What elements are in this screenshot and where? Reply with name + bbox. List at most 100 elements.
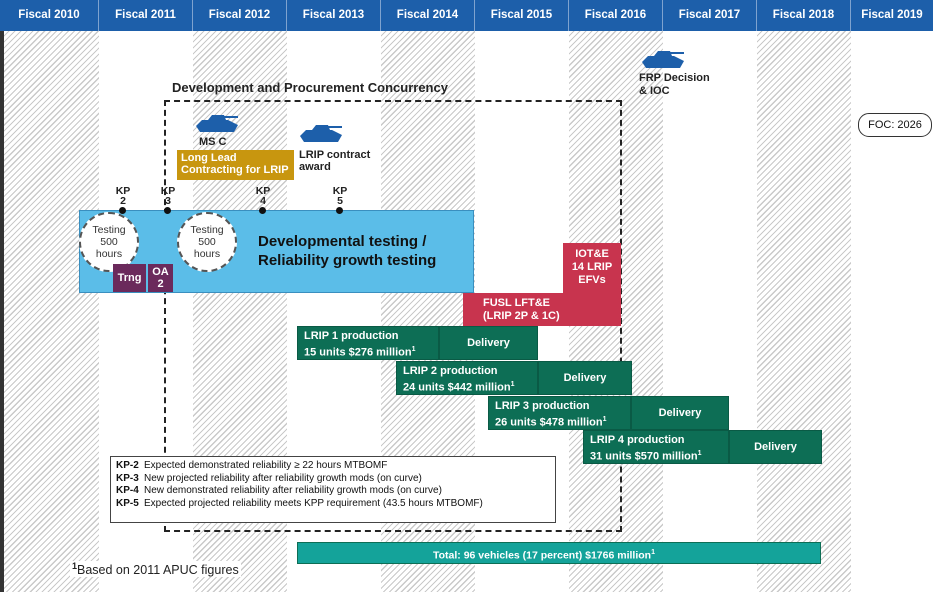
footnote: 1Based on 2011 APUC figures <box>70 561 241 578</box>
fy-2015: Fiscal 2015 <box>475 0 569 31</box>
lrip-award-line1: LRIP contract <box>299 149 371 161</box>
legend-row: KP-5 Expected projected reliability meets… <box>116 498 550 511</box>
fy-2016: Fiscal 2016 <box>569 0 663 31</box>
lrip-1-detail: 15 units $276 million1 <box>304 343 432 360</box>
fy-2018: Fiscal 2018 <box>757 0 851 31</box>
oa-line2: 2 <box>157 278 164 290</box>
legend-row: KP-3 New projected reliability after reli… <box>116 473 550 486</box>
lrip-1-title: LRIP 1 production <box>304 330 399 342</box>
lrip-2-detail: 24 units $442 million1 <box>403 378 531 395</box>
hatch-fy2018 <box>757 31 851 592</box>
total-footnote-mark: 1 <box>651 549 655 556</box>
testing-circle-2-l3: hours <box>193 248 221 260</box>
kp-3-text: KP <box>160 185 176 197</box>
concurrency-title: Development and Procurement Concurrency <box>172 80 448 95</box>
kp-3-num: 3 <box>165 195 171 207</box>
fy-2019: Fiscal 2019 <box>861 9 923 21</box>
concurrency-box <box>164 100 622 532</box>
testing-circle-2: Testing 500 hours <box>177 212 237 272</box>
lrip-3-footnote-mark: 1 <box>602 416 607 423</box>
lrip-2-delivery: Delivery <box>538 361 632 395</box>
testing-circle-1-l1: Testing <box>92 224 126 236</box>
legend-key: KP-4 <box>116 485 139 496</box>
ms-c-label: MS C <box>199 136 227 148</box>
kp-5-marker <box>336 207 343 214</box>
iote-line3: EFVs <box>578 274 606 286</box>
fy-2011: Fiscal 2011 <box>99 0 193 31</box>
legend-key: KP-2 <box>116 460 139 471</box>
lrip-4-detail: 31 units $570 million1 <box>590 447 722 464</box>
oa-box: OA 2 <box>148 264 173 292</box>
lrip-3-detail: 26 units $478 million1 <box>495 413 624 430</box>
hatch-fy2010 <box>4 31 99 592</box>
fy-2014: Fiscal 2014 <box>381 0 475 31</box>
frp-label: FRP Decision & IOC <box>639 72 710 98</box>
frp-line1: FRP Decision <box>639 72 710 84</box>
dev-testing-label: Developmental testing / Reliability grow… <box>258 232 436 270</box>
lrip-1-production: LRIP 1 production 15 units $276 million1 <box>297 326 439 360</box>
lrip-3-title: LRIP 3 production <box>495 400 590 412</box>
lrip-1-footnote-mark: 1 <box>411 346 416 353</box>
testing-circle-2-l1: Testing <box>190 224 224 236</box>
kp-4-marker <box>259 207 266 214</box>
kp-2-marker <box>119 207 126 214</box>
lrip-2-footnote-mark: 1 <box>510 381 515 388</box>
long-lead-box: Long Lead Contracting for LRIP <box>177 150 294 180</box>
iote-line1: IOT&E <box>575 248 609 260</box>
lrip-4-detail-text: 31 units $570 million <box>590 450 698 463</box>
oa-line1: OA <box>152 266 169 278</box>
fy-2017: Fiscal 2017 <box>663 0 757 31</box>
lrip-2-title: LRIP 2 production <box>403 365 498 377</box>
lrip-1-detail-text: 15 units $276 million <box>304 346 412 359</box>
testing-circle-2-l2: 500 <box>198 236 216 248</box>
kp-2-num: 2 <box>120 195 126 207</box>
fy-2013: Fiscal 2013 <box>287 0 381 31</box>
lrip-2-production: LRIP 2 production 24 units $442 million1 <box>396 361 538 395</box>
tank-icon <box>300 125 342 142</box>
dev-testing-line2: Reliability growth testing <box>258 252 437 269</box>
kp-4-text: KP <box>255 185 271 197</box>
total-text: Total: 96 vehicles (17 percent) $1766 mi… <box>433 549 652 562</box>
testing-circle-1-l2: 500 <box>100 236 118 248</box>
legend-key: KP-5 <box>116 497 139 509</box>
iote-line2: 14 LRIP <box>571 261 613 273</box>
legend-text: New projected reliability after reliabil… <box>144 472 422 484</box>
tank-icon <box>642 51 684 68</box>
total-bar: Total: 96 vehicles (17 percent) $1766 mi… <box>297 542 821 564</box>
kp-5-num: 5 <box>337 195 343 207</box>
fusl-box: FUSL LFT&E (LRIP 2P & 1C) <box>463 293 621 326</box>
kp-5-text: KP <box>332 185 348 197</box>
lrip-3-production: LRIP 3 production 26 units $478 million1 <box>488 396 631 430</box>
kp-2-text: KP <box>115 185 131 197</box>
left-border <box>0 31 4 592</box>
fy-2012: Fiscal 2012 <box>193 0 287 31</box>
tank-icon <box>196 115 238 132</box>
lrip-3-delivery: Delivery <box>631 396 729 430</box>
fiscal-year-header: Fiscal 2010 Fiscal 2011 Fiscal 2012 Fisc… <box>0 0 933 31</box>
lrip-award-line2: award <box>299 161 331 173</box>
legend-key: KP-3 <box>116 472 139 484</box>
lrip-award-label: LRIP contract award <box>299 149 370 173</box>
legend-text: Expected projected reliability meets KPP… <box>144 497 483 509</box>
long-lead-line1: Long Lead <box>181 152 237 164</box>
lrip-2-detail-text: 24 units $442 million <box>403 381 511 394</box>
lrip-1-delivery: Delivery <box>439 326 538 360</box>
iote-box: IOT&E 14 LRIP EFVs <box>563 243 621 293</box>
kp-4-num: 4 <box>260 195 266 207</box>
footnote-mark: 1 <box>72 561 78 571</box>
testing-circle-1-l3: hours <box>95 248 123 260</box>
lrip-4-footnote-mark: 1 <box>697 450 702 457</box>
legend-text: New demonstrated reliability after relia… <box>144 485 442 496</box>
lrip-4-delivery: Delivery <box>729 430 822 464</box>
long-lead-line2: Contracting for LRIP <box>181 164 289 176</box>
fy-2010: Fiscal 2010 <box>0 0 99 31</box>
fusl-line2: (LRIP 2P & 1C) <box>483 310 560 322</box>
fusl-line1: FUSL LFT&E <box>483 297 551 309</box>
footnote-text: Based on 2011 APUC figures <box>77 563 239 578</box>
